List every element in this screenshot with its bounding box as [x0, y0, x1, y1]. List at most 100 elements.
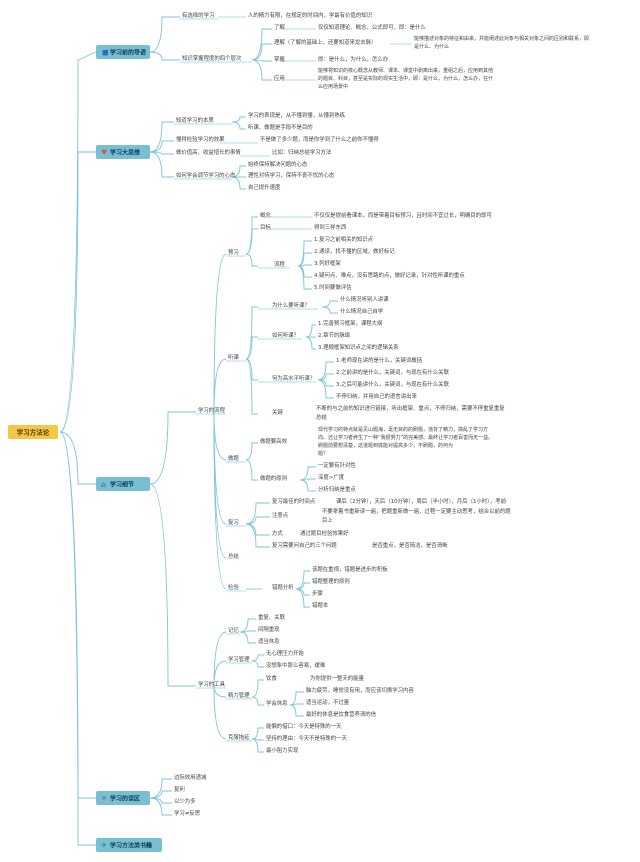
node: 通过题目检验效果好 — [300, 529, 349, 537]
node: 1.复习之前相关的知识点 — [314, 235, 374, 243]
node: 关键 — [272, 408, 283, 416]
node: 3.理顺框架知识点之间的逻辑关系 — [318, 343, 399, 351]
node: 2.通读，找不懂的区域，做好标记 — [314, 247, 395, 255]
node: 能够描述对象的特征和由来，并能阐述此对象与相关对象之间的区别和联系，即 — [414, 35, 589, 42]
node: 知识掌握程度的四个层次 — [182, 54, 242, 62]
node: 为什么要听课？ — [272, 301, 310, 309]
node: 饮食 — [266, 674, 277, 682]
node: 如何学会调节学习的心态 — [176, 171, 236, 179]
node: 听课、做题是手段不是目的 — [248, 123, 313, 131]
node: 3.之后可能讲什么，关键词，与现在有什么关联 — [336, 380, 450, 388]
node: 是什么、为什么 — [414, 43, 449, 50]
node: 总结 — [228, 552, 239, 560]
detail-branch: 学习的流程 预习 概念 不仅仅是提前看课本，而是带着目标预习，且时间不宜过长，明… — [198, 211, 511, 754]
node: 复习 — [228, 518, 239, 526]
node: 方式 — [272, 529, 283, 537]
node: 分析归纳是重点 — [318, 485, 356, 493]
node: 重复、关联 — [258, 613, 286, 621]
node: 比如：归纳总结学习方法 — [272, 148, 332, 156]
node: 目上 — [322, 516, 333, 524]
node: 始终保持解决问题的心态 — [248, 160, 308, 168]
topic-trap[interactable]: ✕ 学习的误区 — [96, 791, 150, 805]
node: 听课 — [228, 353, 239, 361]
node: 该题在重视，错题是进步的积板 — [312, 565, 388, 573]
node: 边际效用递减 — [174, 773, 207, 781]
node: 么应用场景中 — [318, 83, 348, 90]
node: 以少为多 — [174, 797, 196, 805]
node: 精力管理 — [228, 691, 250, 699]
node: 没想象中那么容易，缓难 — [266, 661, 326, 669]
node: 1.老师现在讲的是什么，关键词概括 — [336, 356, 423, 364]
node: 自己提升速度 — [248, 183, 281, 191]
house-icon: ⌂ — [101, 481, 106, 489]
node: 人的精力有限，在规定的时间内，学最有价值的知识 — [248, 11, 373, 19]
node: 能够将知识的核心概念从教师、课本、课堂中剥离出来，重组之后，应用到其他 — [318, 67, 493, 74]
topic-books-label: 学习方法类书籍 — [110, 842, 152, 850]
node: 深度>广度 — [318, 473, 345, 481]
connector-lines — [59, 16, 412, 846]
node: 流程 — [274, 260, 285, 268]
root-node[interactable]: 学习方法论 — [8, 425, 58, 439]
node: 5.时间要做评估 — [314, 283, 352, 291]
topic-books[interactable]: ✈ 学习方法类书籍 — [96, 838, 162, 852]
node: 最小阻力实现 — [266, 746, 299, 754]
node: 何为高水平听课？ — [272, 374, 315, 382]
node: 克服拖延 — [228, 733, 250, 741]
node: 学习的表现是，从不懂到懂，从懂到熟练 — [248, 111, 346, 119]
node: 记忆 — [228, 626, 239, 634]
node: 做价值高、收益增长的事情 — [176, 148, 241, 156]
node: 仅仅知道理论、概念、公式即可，即：是什么 — [318, 23, 426, 31]
node: 注意点 — [272, 511, 289, 519]
node: 有选择的学习 — [182, 11, 214, 19]
node: 复利 — [174, 785, 185, 793]
node: 不要拿着书重新读一遍，把题重新做一遍，过程一定要主动思考，结合以前的题 — [322, 507, 511, 515]
node: 1.完善预习框架，课程大纲 — [318, 319, 382, 327]
node: 课后（2分钟），天后（10分钟），周后（半小时），月后（1小时），考前 — [336, 497, 507, 505]
topic-mindset[interactable]: ♥ 学习大思维 — [96, 145, 150, 159]
node: 学习的流程 — [198, 406, 226, 414]
node: 是否重点，是否简洁，是否清晰 — [372, 541, 448, 549]
node: 做题 — [228, 454, 239, 462]
node: 什么情况自己自学 — [340, 307, 384, 315]
node: 了解 — [274, 23, 285, 31]
node: 坚持的理由：今天不是特殊的一天 — [266, 734, 347, 742]
node: 得到三样东西 — [314, 223, 347, 231]
node: 刷题前要想清楚，这道题到底能对提高多少，不刷题，的何为 — [318, 442, 453, 449]
node: 检验 — [228, 583, 239, 591]
node: 步骤 — [312, 589, 323, 597]
node: 的题目、科目，甚至是实际的现实生活中，即：是什么，为什么，怎么办，在什 — [318, 75, 493, 82]
node: 什么情况听别人讲课 — [340, 295, 389, 303]
node: 错题分析 — [272, 583, 294, 591]
pre-branch: 有选择的学习 人的精力有限，在规定的时间内，学最有价值的知识 知识掌握程度的四个… — [182, 11, 589, 90]
node: 学习≠反思 — [174, 809, 201, 817]
node: 错题整理的原则 — [312, 577, 350, 585]
node: 一定要有针对性 — [318, 461, 356, 469]
node: 目标 — [260, 223, 271, 231]
node: 做题要高效 — [260, 437, 288, 445]
node: 错题本 — [312, 601, 329, 609]
node: 理性对待学习，保持不丧不忧的心态 — [248, 171, 335, 179]
node: 现代学习的特点就是见山题海，毫无目的的刷题，违背了精力，搞乱了学习方 — [318, 426, 488, 433]
topic-detail[interactable]: ⌂ 学习细节 — [96, 477, 150, 491]
node: 做题的原则 — [260, 474, 287, 482]
book-icon: ■ — [102, 49, 109, 57]
node: 总结 — [316, 413, 327, 421]
node: 不停归纳，并用自己的语言讲出来 — [336, 392, 417, 400]
topic-mindset-label: 学习大思维 — [110, 149, 140, 157]
node: 学习的工具 — [198, 680, 226, 688]
node: 适当休息 — [258, 637, 280, 645]
topic-pre[interactable]: ■ 学习前的导语 — [96, 45, 150, 59]
tools-icon: ✕ — [101, 795, 107, 803]
topic-pre-label: 学习前的导语 — [110, 49, 146, 57]
node: 如何听课？ — [272, 331, 299, 339]
node: 懂得检验学习的效果 — [176, 135, 225, 143]
node: 即：是什么，为什么，怎么办 — [318, 55, 389, 63]
node: 概念 — [260, 211, 271, 219]
node: 脑力疲劳，睡觉没有用，而应该切换学习内容 — [306, 686, 414, 694]
node: 4.疑问点、难点，没有思路的点，做好记录，针对性听课的重点 — [314, 271, 465, 279]
node: 适当运动，不过量 — [306, 698, 350, 706]
node: 掌握 — [274, 55, 285, 63]
node: 复习需要问自己的三个问题 — [272, 541, 337, 549]
root-label: 学习方法论 — [17, 428, 50, 437]
